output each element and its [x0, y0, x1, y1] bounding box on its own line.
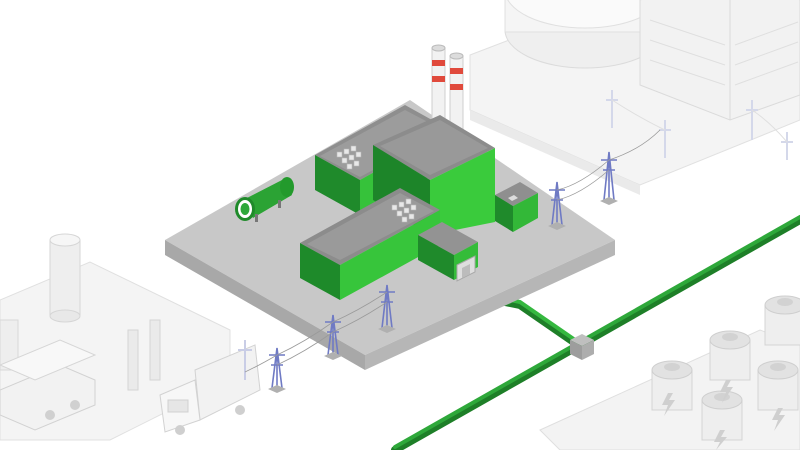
transmission-tower-icon [269, 151, 617, 389]
faded-battery-area [539, 295, 800, 450]
pylon-bases [268, 197, 618, 393]
power-lines [244, 129, 661, 373]
faded-city-block [469, 0, 800, 195]
building-front-long [300, 188, 440, 300]
tanker-truck-icon [159, 344, 261, 435]
green-storage-tank [235, 177, 294, 222]
tanker-truck-icon [0, 339, 97, 431]
chimneys [431, 44, 464, 137]
rooftop-vents [336, 145, 362, 170]
building-small-right [495, 182, 538, 232]
faded-industrial-area [0, 233, 261, 441]
rooftop-vents [391, 198, 417, 223]
battery-cells [651, 295, 800, 441]
chimney-left [431, 44, 446, 129]
lightning-bolt-icon [662, 380, 785, 450]
building-annex [418, 222, 478, 282]
pipe-junction-box [570, 334, 594, 360]
chimney-right [449, 52, 464, 137]
